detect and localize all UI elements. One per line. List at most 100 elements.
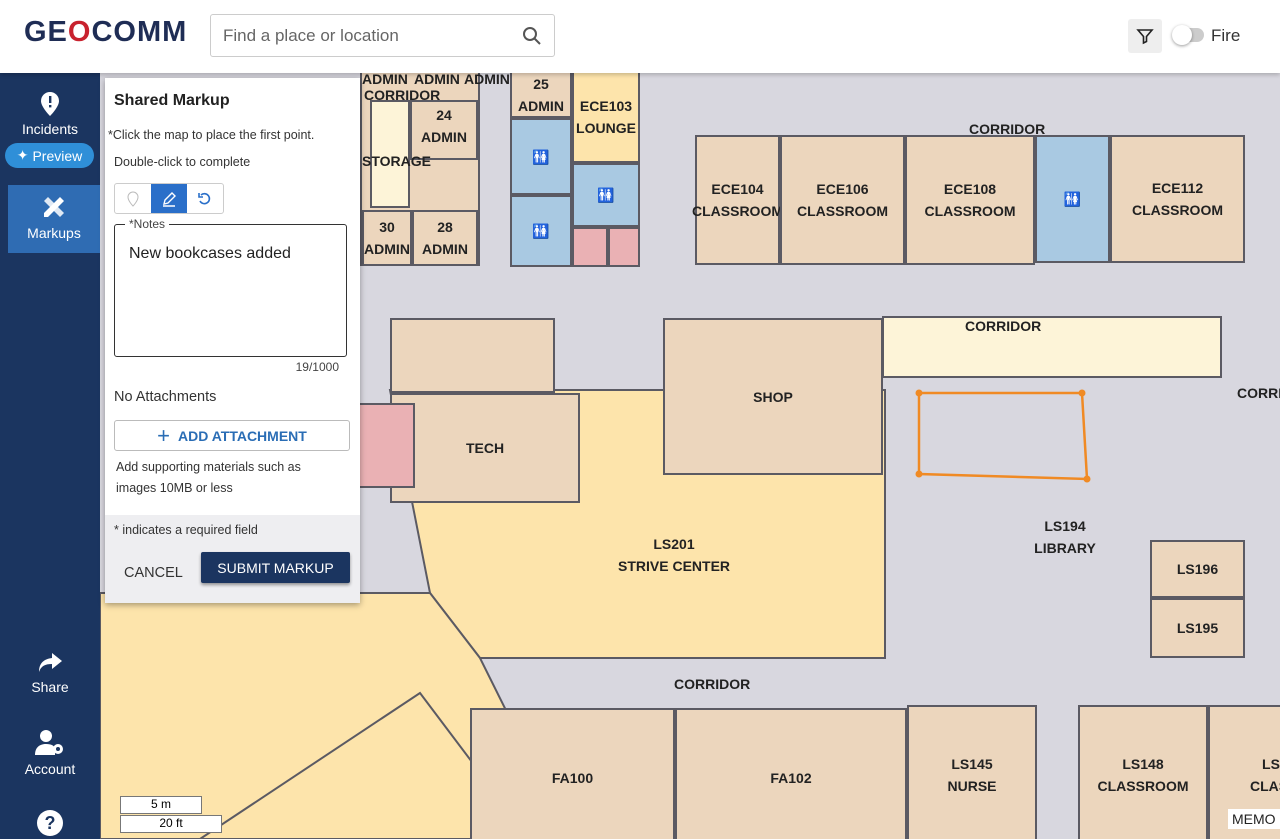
restroom[interactable]: 🚻	[1035, 135, 1110, 263]
room[interactable]: 28 ADMIN	[412, 210, 478, 266]
sidebar-item-incidents[interactable]: Incidents	[0, 91, 100, 137]
restroom[interactable]: 🚻	[572, 163, 640, 227]
room-label: LS148 CLASSROOM	[1097, 756, 1189, 794]
room-label: SHOP	[753, 388, 793, 405]
room[interactable]: TECH	[390, 393, 580, 503]
draw-tool-button[interactable]	[151, 184, 187, 213]
preview-button[interactable]: ✦Preview	[5, 143, 94, 168]
room[interactable]: 30 ADMIN	[362, 210, 412, 266]
alert-pin-icon	[41, 92, 59, 116]
add-attachment-label: ADD ATTACHMENT	[178, 427, 307, 444]
notes-textarea[interactable]: *Notes New bookcases added	[114, 217, 347, 357]
room[interactable]: LS148 CLASSROOM	[1078, 705, 1208, 839]
room-label: LS194 LIBRARY	[1034, 517, 1096, 556]
room-label: 24 ADMIN	[421, 107, 467, 145]
sidebar-item-account[interactable]: Account	[0, 729, 100, 777]
room[interactable]: LS195	[1150, 598, 1245, 658]
sidebar-item-share[interactable]: Share	[0, 651, 100, 695]
panel-title: Shared Markup	[114, 92, 230, 109]
required-note: * indicates a required field	[114, 523, 258, 537]
room[interactable]: 25 ADMIN	[510, 73, 572, 118]
sidebar-item-label: Share	[31, 679, 69, 695]
room-label: ECE104 CLASSROOM	[692, 181, 783, 219]
room-label: ECE103 LOUNGE	[576, 98, 636, 136]
cancel-button[interactable]: CANCEL	[124, 565, 183, 581]
room[interactable]: ECE103 LOUNGE	[572, 73, 640, 163]
room-label: LS145 NURSE	[947, 756, 997, 794]
restroom[interactable]: 🚻	[510, 118, 572, 195]
corridor-label: CORRIDOR	[965, 318, 1042, 334]
restroom[interactable]: 🚻	[510, 195, 572, 267]
room[interactable]: FA102	[675, 708, 907, 839]
add-attachment-button[interactable]: + ADD ATTACHMENT	[114, 420, 350, 451]
room-label: LS196	[1176, 561, 1219, 577]
map-pin-icon	[127, 190, 139, 207]
fire-toggle[interactable]	[1172, 25, 1204, 45]
room-label: 30 ADMIN	[364, 219, 410, 257]
room[interactable]: ECE104 CLASSROOM	[692, 135, 783, 265]
scale-bar-imperial: 20 ft	[120, 815, 222, 833]
sidebar-item-markups[interactable]: Markups	[8, 185, 100, 253]
sidebar: Incidents ✦Preview Markups Share Account…	[0, 73, 100, 839]
room[interactable]	[390, 318, 555, 393]
room-storage[interactable]	[370, 100, 410, 208]
plus-icon: +	[157, 422, 170, 448]
search-input[interactable]: Find a place or location	[210, 14, 555, 57]
room-label: ADMIN	[464, 73, 510, 87]
attachment-hint: Add supporting materials such as images …	[116, 460, 301, 495]
room[interactable]: LS194 LIBRARY	[885, 390, 1245, 658]
room-label: STORAGE	[362, 153, 431, 169]
share-arrow-icon	[39, 653, 62, 672]
room-label: FA100	[551, 770, 594, 786]
sidebar-item-label: Markups	[27, 225, 81, 241]
panel-footer: * indicates a required field CANCEL SUBM…	[105, 515, 360, 603]
scale-bar-metric: 5 m	[120, 796, 202, 814]
room-label: FA102	[770, 770, 812, 786]
room-label: 28 ADMIN	[422, 219, 468, 257]
attachments-status: No Attachments	[114, 389, 217, 405]
submit-markup-button[interactable]: SUBMIT MARKUP	[201, 552, 350, 583]
corridor-label: CORRI	[1237, 385, 1280, 401]
geocomm-logo[interactable]: GEOCOMM	[24, 16, 188, 48]
room-label: ADMIN	[362, 73, 408, 87]
room-label: LS201 STRIVE CENTER	[618, 536, 731, 574]
room-label: ECE112 CLASSROOM	[1132, 180, 1223, 218]
user-gear-icon	[35, 730, 63, 755]
corridor-label: CORRIDOR	[969, 121, 1046, 137]
room[interactable]: LS196	[1150, 540, 1245, 598]
sparkle-icon: ✦	[16, 147, 29, 163]
corridor-strip	[882, 316, 1222, 378]
room-label: LS195	[1176, 620, 1219, 636]
room-label: ADMIN	[414, 73, 460, 87]
point-tool-button[interactable]	[115, 184, 151, 213]
markup-tools	[114, 183, 224, 214]
fire-label: Fire	[1211, 26, 1241, 45]
search-placeholder: Find a place or location	[223, 25, 399, 45]
instruction-text: Double-click to complete	[114, 155, 251, 169]
room[interactable]: SHOP	[663, 318, 883, 475]
filter-button[interactable]	[1128, 19, 1162, 53]
search-icon[interactable]	[522, 26, 542, 46]
room[interactable]: FA100	[470, 708, 675, 839]
undo-icon	[198, 192, 211, 204]
room[interactable]: LS145 NURSE	[907, 705, 1037, 839]
room[interactable]: ECE106 CLASSROOM	[780, 135, 905, 265]
sidebar-item-label: Account	[24, 761, 76, 777]
corridor-label: CORRIDOR	[674, 676, 751, 692]
room[interactable]: ECE112 CLASSROOM	[1110, 135, 1245, 263]
pencil-ruler-icon	[44, 197, 64, 217]
notes-value: New bookcases added	[129, 245, 291, 262]
markup-polygon[interactable]	[100, 73, 1280, 839]
room-label: LS15 CLASSR	[1250, 756, 1280, 794]
room[interactable]: 24 ADMIN	[410, 100, 478, 160]
room[interactable]	[608, 227, 640, 267]
notes-label: *Notes	[125, 217, 170, 231]
room[interactable]	[572, 227, 608, 267]
instruction-text: *Click the map to place the first point.	[108, 128, 315, 142]
room-label: ECE106 CLASSROOM	[797, 181, 888, 219]
room-label: 25 ADMIN	[518, 75, 564, 114]
undo-button[interactable]	[187, 184, 223, 213]
room-label: ECE108 CLASSROOM	[924, 181, 1016, 219]
help-button[interactable]: ?	[37, 810, 63, 836]
room[interactable]: ECE108 CLASSROOM	[905, 135, 1035, 265]
